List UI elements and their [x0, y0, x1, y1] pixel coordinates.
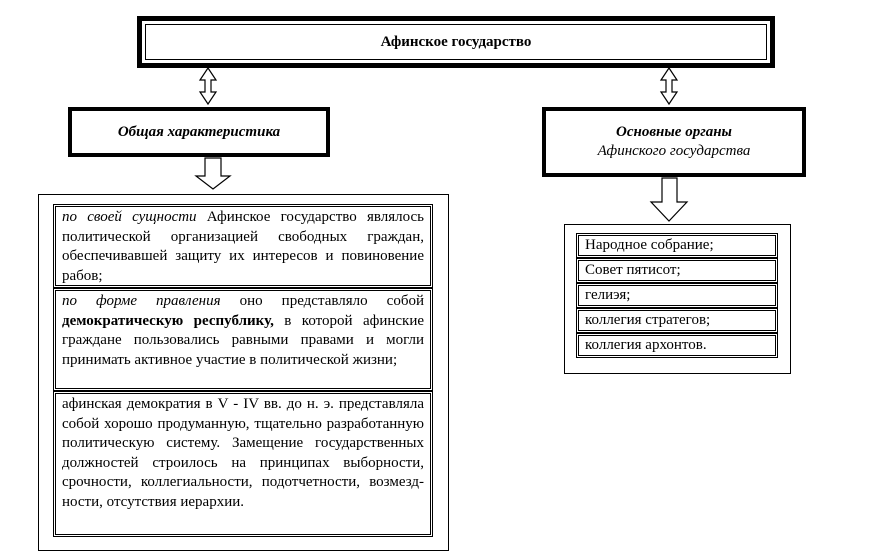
form-of-government-cell: по форме правления оно представляло собо…: [53, 288, 433, 391]
general-characteristic-heading: Общая характеристика: [68, 107, 330, 157]
form-text-after: в которой афинские граждане пользовались…: [62, 312, 425, 368]
organs-container: [564, 224, 791, 374]
democracy-text: афинская демократия в V - IV вв. до н. э…: [62, 396, 424, 510]
essence-lead: по своей сущности: [62, 209, 197, 225]
double-arrow-left: [198, 66, 218, 106]
general-characteristic-label: Общая характеристика: [117, 123, 281, 140]
form-lead: по форме правления: [62, 293, 221, 309]
down-arrow-right: [649, 177, 689, 222]
organ-item: гелиэя;: [576, 283, 778, 308]
democracy-cell: афинская демократия в V - IV вв. до н. э…: [53, 391, 433, 537]
main-organs-heading: Основные органы Афинского государства: [542, 107, 806, 177]
characteristics-container: [38, 194, 449, 551]
main-organs-label-line1: Основные органы: [616, 124, 732, 140]
organ-item: Народное собрание;: [576, 233, 778, 258]
form-text-before: оно представляло собой: [220, 293, 424, 309]
main-organs-label-line2: Афинского государства: [597, 143, 751, 159]
essence-text: Афинское государство являлось политическ…: [62, 209, 424, 284]
double-arrow-right: [659, 66, 679, 106]
down-arrow-left: [194, 157, 232, 190]
organ-item: коллегия архонтов.: [576, 333, 778, 358]
organ-item: Совет пятисот;: [576, 258, 778, 283]
organ-item: коллегия стратегов;: [576, 308, 778, 333]
title-text: Афинское государство: [145, 24, 767, 60]
essence-cell: по своей сущности Афинское государство я…: [53, 204, 433, 288]
form-bold-text: демократическую республику,: [62, 312, 274, 329]
title-box: Афинское государство: [137, 16, 775, 68]
